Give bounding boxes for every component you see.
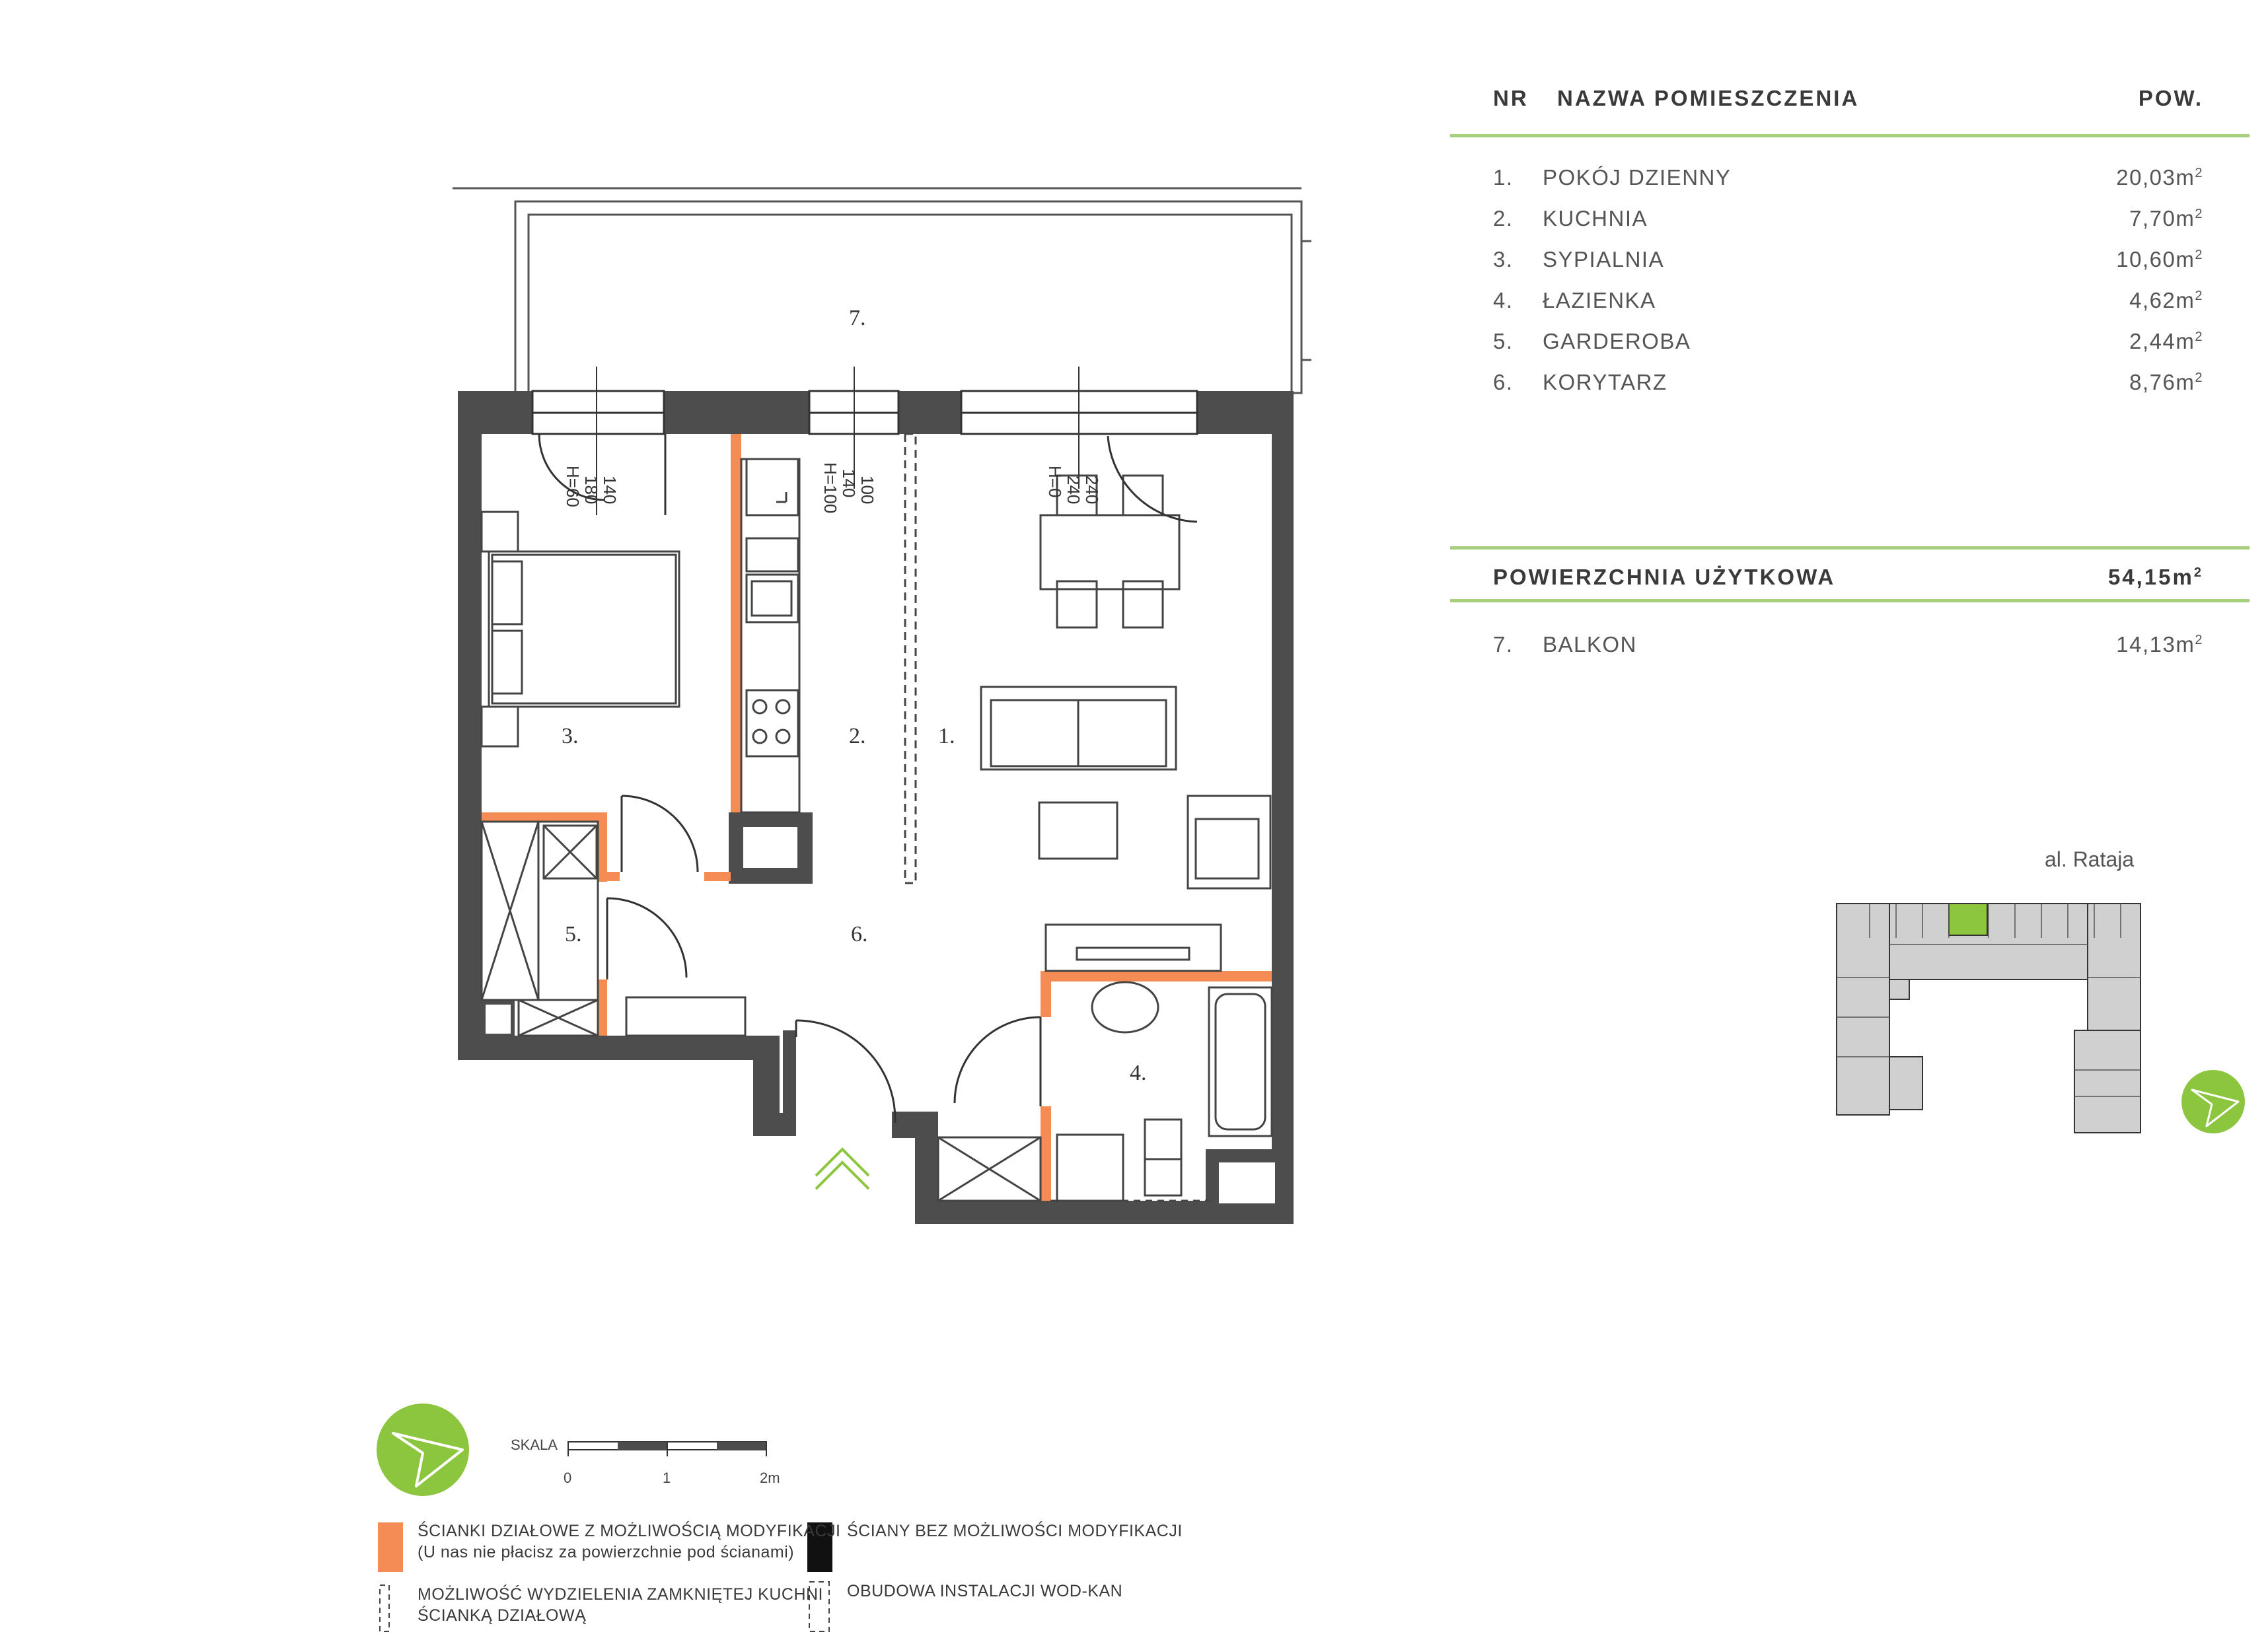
svg-text:H=100: H=100 [821,462,840,513]
legend-install-text: OBUDOWA INSTALACJI WOD-KAN [847,1582,1123,1600]
inner-lines [480,433,1273,1202]
legend-kitchen-text: MOŻLIWOŚĆ WYDZIELENIA ZAMKNIĘTEJ KUCHNI … [418,1585,823,1625]
room-label-2: 2. [849,724,866,748]
svg-text:H=0: H=0 [1045,466,1065,497]
table-row-balcony: 7. BALKON 14,13m2 [1493,632,2203,657]
table-row: 3. SYPIALNIA 10,60m2 [1493,247,2203,271]
legend-orange-swatch [378,1522,403,1572]
windows [531,367,1198,515]
usable-rule-bottom [1450,599,2250,602]
balcony [453,187,1311,394]
legend-install-swatch [809,1581,830,1632]
col-name: NAZWA POMIESZCZENIA [1557,86,1860,110]
table-row: 6. KORYTARZ 8,76m2 [1493,370,2203,394]
legend-black-text: ŚCIANY BEZ MOŻLIWOŚCI MODYFIKACJI [847,1522,1183,1540]
legend-kitchen-swatch [379,1585,390,1632]
svg-text:240: 240 [1064,476,1083,504]
usable-area-row: POWIERZCHNIA UŻYTKOWA 54,15m2 [1493,565,2203,589]
scale-tick-0: 0 [564,1470,572,1486]
compass-north-arrow-icon [377,1404,469,1496]
table-row: 1. POKÓJ DZIENNY 20,03m2 [1493,165,2203,190]
structural-walls [458,391,1294,1224]
entrance-chevron-icon [815,1147,870,1190]
legend-orange-text: ŚCIANKI DZIAŁOWE Z MOŻLIWOŚCIĄ MODYFIKAC… [418,1522,841,1561]
key-plan [1836,903,2141,1133]
scale-tick-2: 2m [760,1470,780,1486]
window-dimensions: 140 180 H=60 100 140 H=100 240 240 H=0 [563,462,1102,513]
scale-bar [567,1441,767,1456]
svg-text:H=60: H=60 [563,466,583,507]
col-nr: NR [1493,86,1529,110]
modifiable-partitions [482,434,1272,1201]
table-row: 5. GARDEROBA 2,44m2 [1493,329,2203,353]
svg-text:100: 100 [858,476,877,504]
col-area: POW. [2138,86,2203,110]
table-header: NR NAZWA POMIESZCZENIA POW. [1450,86,2250,125]
street-label: al. Rataja [2045,847,2135,871]
room-label-7: 7. [849,306,866,330]
scale-label: SKALA [511,1437,558,1453]
scale-tick-1: 1 [663,1470,671,1486]
room-label-3: 3. [562,724,579,748]
room-label-5: 5. [565,922,582,946]
room-label-1: 1. [938,724,955,748]
svg-text:140: 140 [600,476,620,504]
room-label-6: 6. [851,922,868,946]
room-labels: 1. 2. 3. 4. 5. 6. 7. [562,306,1147,1085]
svg-text:180: 180 [581,476,601,504]
table-row: 2. KUCHNIA 7,70m2 [1493,206,2203,231]
usable-rule-top [1450,546,2250,550]
doors [538,433,1198,1123]
table-row: 4. ŁAZIENKA 4,62m2 [1493,288,2203,312]
svg-text:140: 140 [839,469,859,497]
room-label-4: 4. [1130,1061,1147,1085]
legend-black-swatch [807,1522,832,1572]
key-plan-compass-icon [2181,1070,2245,1133]
header-rule [1450,134,2250,137]
svg-text:240: 240 [1082,476,1102,504]
